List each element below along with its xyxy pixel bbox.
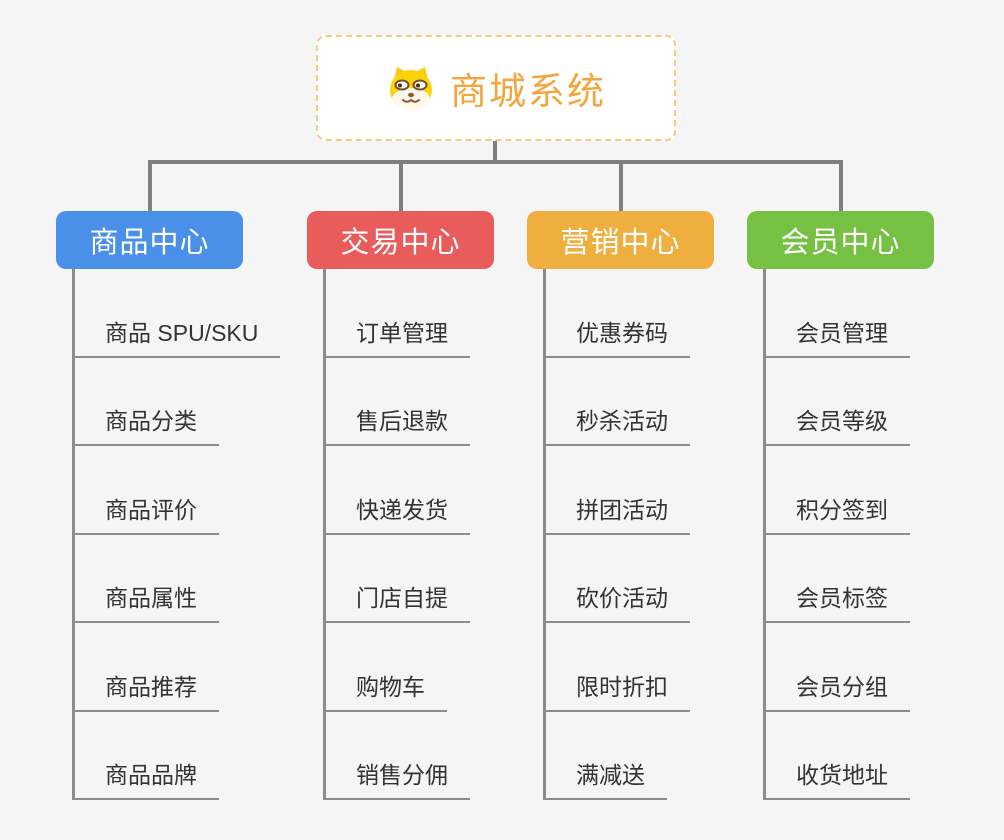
branch-items-product: 商品 SPU/SKU 商品分类 商品评价 商品属性 商品推荐 商品品牌 [72, 269, 281, 800]
connector-drop-marketing [619, 160, 623, 214]
connector-root-stem [493, 141, 497, 164]
item-label[interactable]: 购物车 [323, 668, 447, 712]
branch-node-member-center[interactable]: 会员中心 [747, 211, 934, 269]
connector-drop-trade [399, 160, 403, 214]
tree-item: 售后退款 [323, 358, 494, 446]
item-label[interactable]: 会员标签 [763, 579, 910, 623]
item-label[interactable]: 满减送 [543, 756, 667, 800]
tree-item: 会员等级 [763, 358, 934, 446]
item-label[interactable]: 快递发货 [323, 491, 470, 535]
item-label[interactable]: 限时折扣 [543, 668, 690, 712]
branch-node-trade-center[interactable]: 交易中心 [307, 211, 494, 269]
tree-item: 购物车 [323, 623, 494, 712]
tree-item: 商品推荐 [72, 623, 280, 712]
tree-item: 限时折扣 [543, 623, 714, 712]
tree-item: 满减送 [543, 712, 714, 800]
tree-item: 会员管理 [763, 269, 934, 358]
root-node[interactable]: 商城系统 [316, 35, 676, 141]
tree-item: 会员分组 [763, 623, 934, 712]
item-label[interactable]: 门店自提 [323, 579, 470, 623]
tree-item: 门店自提 [323, 535, 494, 623]
branch-trade-center: 交易中心 订单管理 售后退款 快递发货 门店自提 购物车 销售分佣 [307, 211, 494, 800]
tree-item: 会员标签 [763, 535, 934, 623]
branch-items-trade: 订单管理 售后退款 快递发货 门店自提 购物车 销售分佣 [323, 269, 494, 800]
item-label[interactable]: 售后退款 [323, 402, 470, 446]
tree-item: 商品分类 [72, 358, 280, 446]
item-label[interactable]: 会员分组 [763, 668, 910, 712]
tree-item: 收货地址 [763, 712, 934, 800]
tree-item: 拼团活动 [543, 446, 714, 535]
branch-member-center: 会员中心 会员管理 会员等级 积分签到 会员标签 会员分组 收货地址 [747, 211, 934, 800]
branch-node-product-center[interactable]: 商品中心 [56, 211, 243, 269]
connector-horizontal-bar [148, 160, 843, 164]
item-label[interactable]: 拼团活动 [543, 491, 690, 535]
branch-marketing-center: 营销中心 优惠券码 秒杀活动 拼团活动 砍价活动 限时折扣 满减送 [527, 211, 714, 800]
connector-drop-member [839, 160, 843, 214]
branch-items-marketing: 优惠券码 秒杀活动 拼团活动 砍价活动 限时折扣 满减送 [543, 269, 714, 800]
item-label[interactable]: 优惠券码 [543, 314, 690, 358]
tree-item: 订单管理 [323, 269, 494, 358]
tree-item: 快递发货 [323, 446, 494, 535]
item-label[interactable]: 商品推荐 [72, 668, 219, 712]
item-label[interactable]: 销售分佣 [323, 756, 470, 800]
tree-item: 商品 SPU/SKU [72, 269, 281, 358]
item-label[interactable]: 商品分类 [72, 402, 219, 446]
doge-face-icon [390, 67, 432, 110]
item-label[interactable]: 秒杀活动 [543, 402, 690, 446]
connector-drop-product [148, 160, 152, 214]
item-label[interactable]: 商品评价 [72, 491, 219, 535]
branch-product-center: 商品中心 商品 SPU/SKU 商品分类 商品评价 商品属性 商品推荐 商品品牌 [56, 211, 281, 800]
item-label[interactable]: 收货地址 [763, 756, 910, 800]
tree-item: 销售分佣 [323, 712, 494, 800]
branch-items-member: 会员管理 会员等级 积分签到 会员标签 会员分组 收货地址 [763, 269, 934, 800]
item-label[interactable]: 商品品牌 [72, 756, 219, 800]
tree-item: 积分签到 [763, 446, 934, 535]
tree-item: 商品评价 [72, 446, 280, 535]
item-label[interactable]: 积分签到 [763, 491, 910, 535]
tree-item: 商品属性 [72, 535, 280, 623]
item-label[interactable]: 商品属性 [72, 579, 219, 623]
item-label[interactable]: 会员管理 [763, 314, 910, 358]
item-label[interactable]: 砍价活动 [543, 579, 690, 623]
tree-item: 商品品牌 [72, 712, 280, 800]
item-label[interactable]: 商品 SPU/SKU [72, 314, 281, 358]
tree-item: 优惠券码 [543, 269, 714, 358]
root-title: 商城系统 [450, 71, 606, 112]
item-label[interactable]: 会员等级 [763, 402, 910, 446]
tree-item: 砍价活动 [543, 535, 714, 623]
tree-item: 秒杀活动 [543, 358, 714, 446]
item-label[interactable]: 订单管理 [323, 314, 470, 358]
branch-node-marketing-center[interactable]: 营销中心 [527, 211, 714, 269]
